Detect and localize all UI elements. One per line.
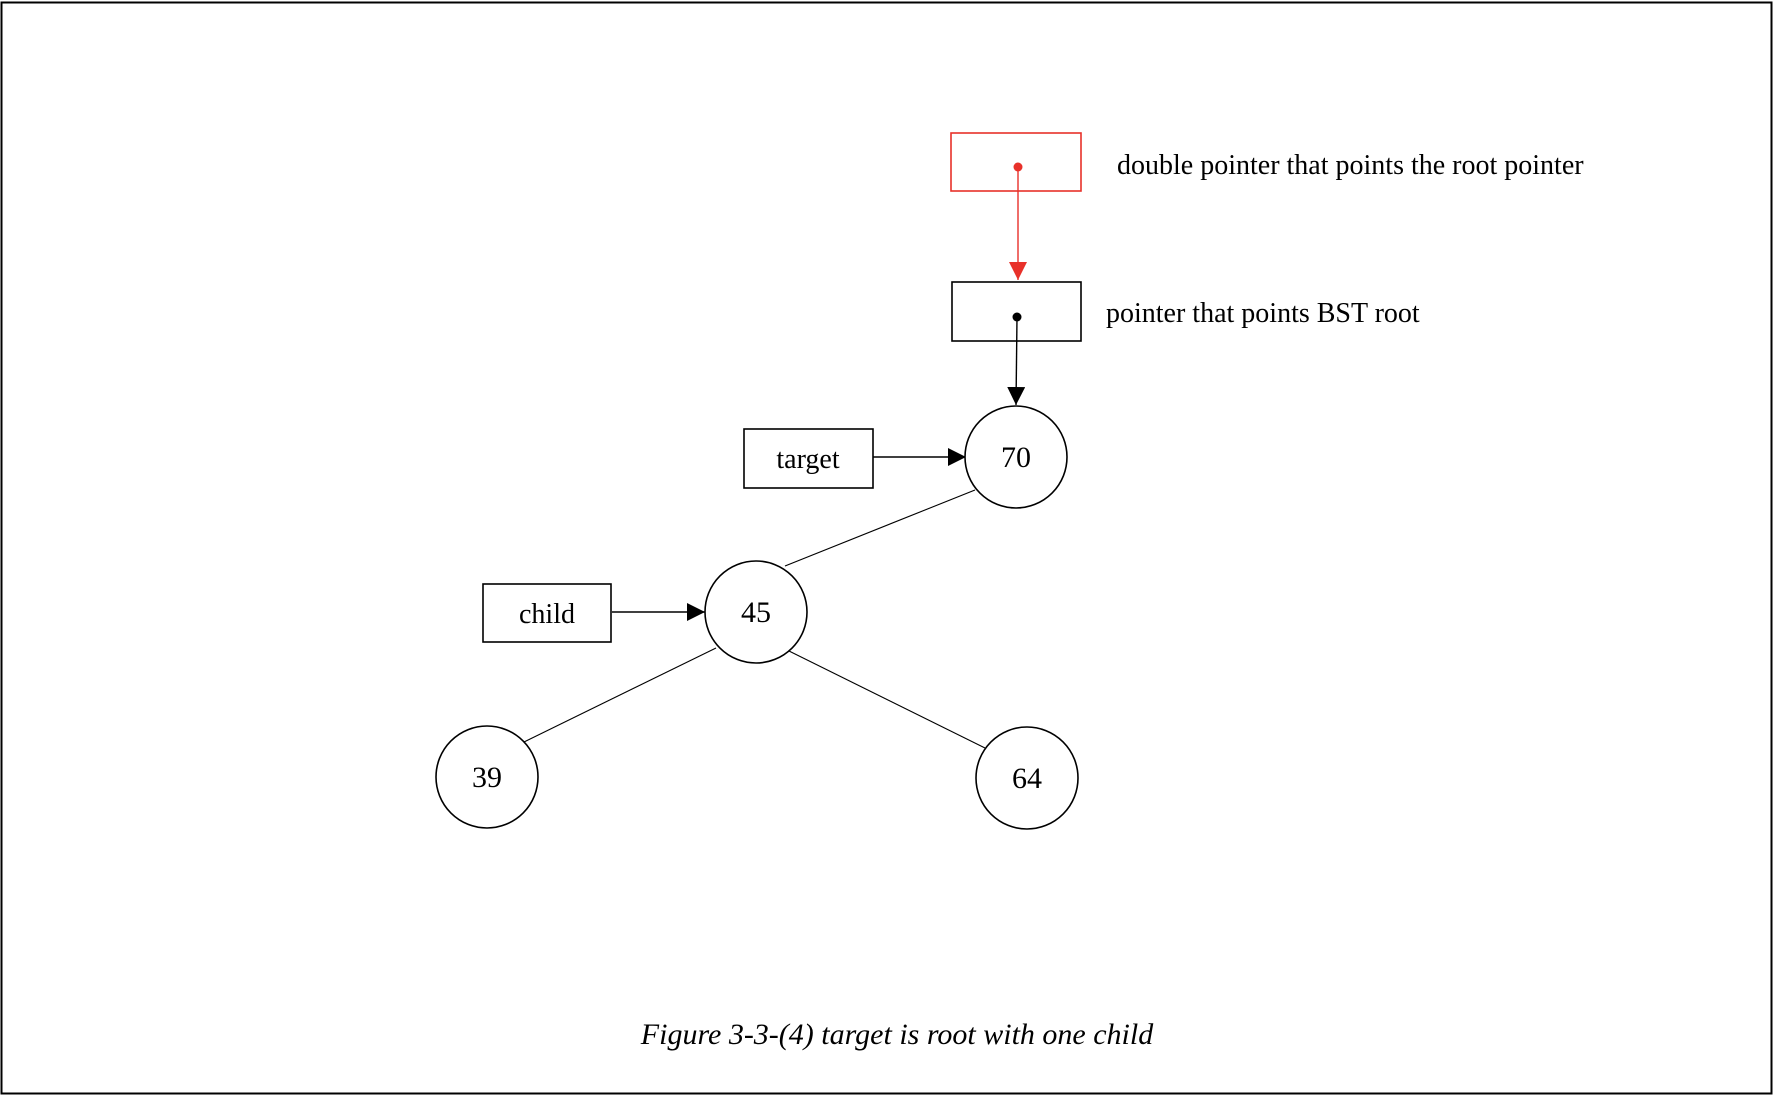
child-pointer-label: child <box>519 599 575 630</box>
target-pointer-box <box>743 428 874 489</box>
node-64: 64 <box>975 726 1079 830</box>
target-pointer-label: target <box>776 444 839 475</box>
double-pointer-box <box>950 132 1082 192</box>
root-pointer-arrow <box>1007 316 1026 406</box>
node-70: 70 <box>964 405 1068 509</box>
edge-70-45 <box>784 489 976 567</box>
edge-45-39 <box>523 647 717 743</box>
figure-caption: Figure 3-3-(4) target is root with one c… <box>640 1018 1154 1051</box>
double-pointer-label: double pointer that points the root poin… <box>1117 150 1584 181</box>
edge-45-64 <box>788 650 986 749</box>
child-pointer-box <box>482 583 612 643</box>
node-45: 45 <box>704 560 808 664</box>
node-70-value: 70 <box>1001 441 1031 474</box>
node-39: 39 <box>435 725 539 829</box>
node-45-value: 45 <box>741 596 771 629</box>
node-39-value: 39 <box>472 761 502 794</box>
node-64-value: 64 <box>1012 762 1042 795</box>
root-pointer-label: pointer that points BST root <box>1106 298 1420 329</box>
